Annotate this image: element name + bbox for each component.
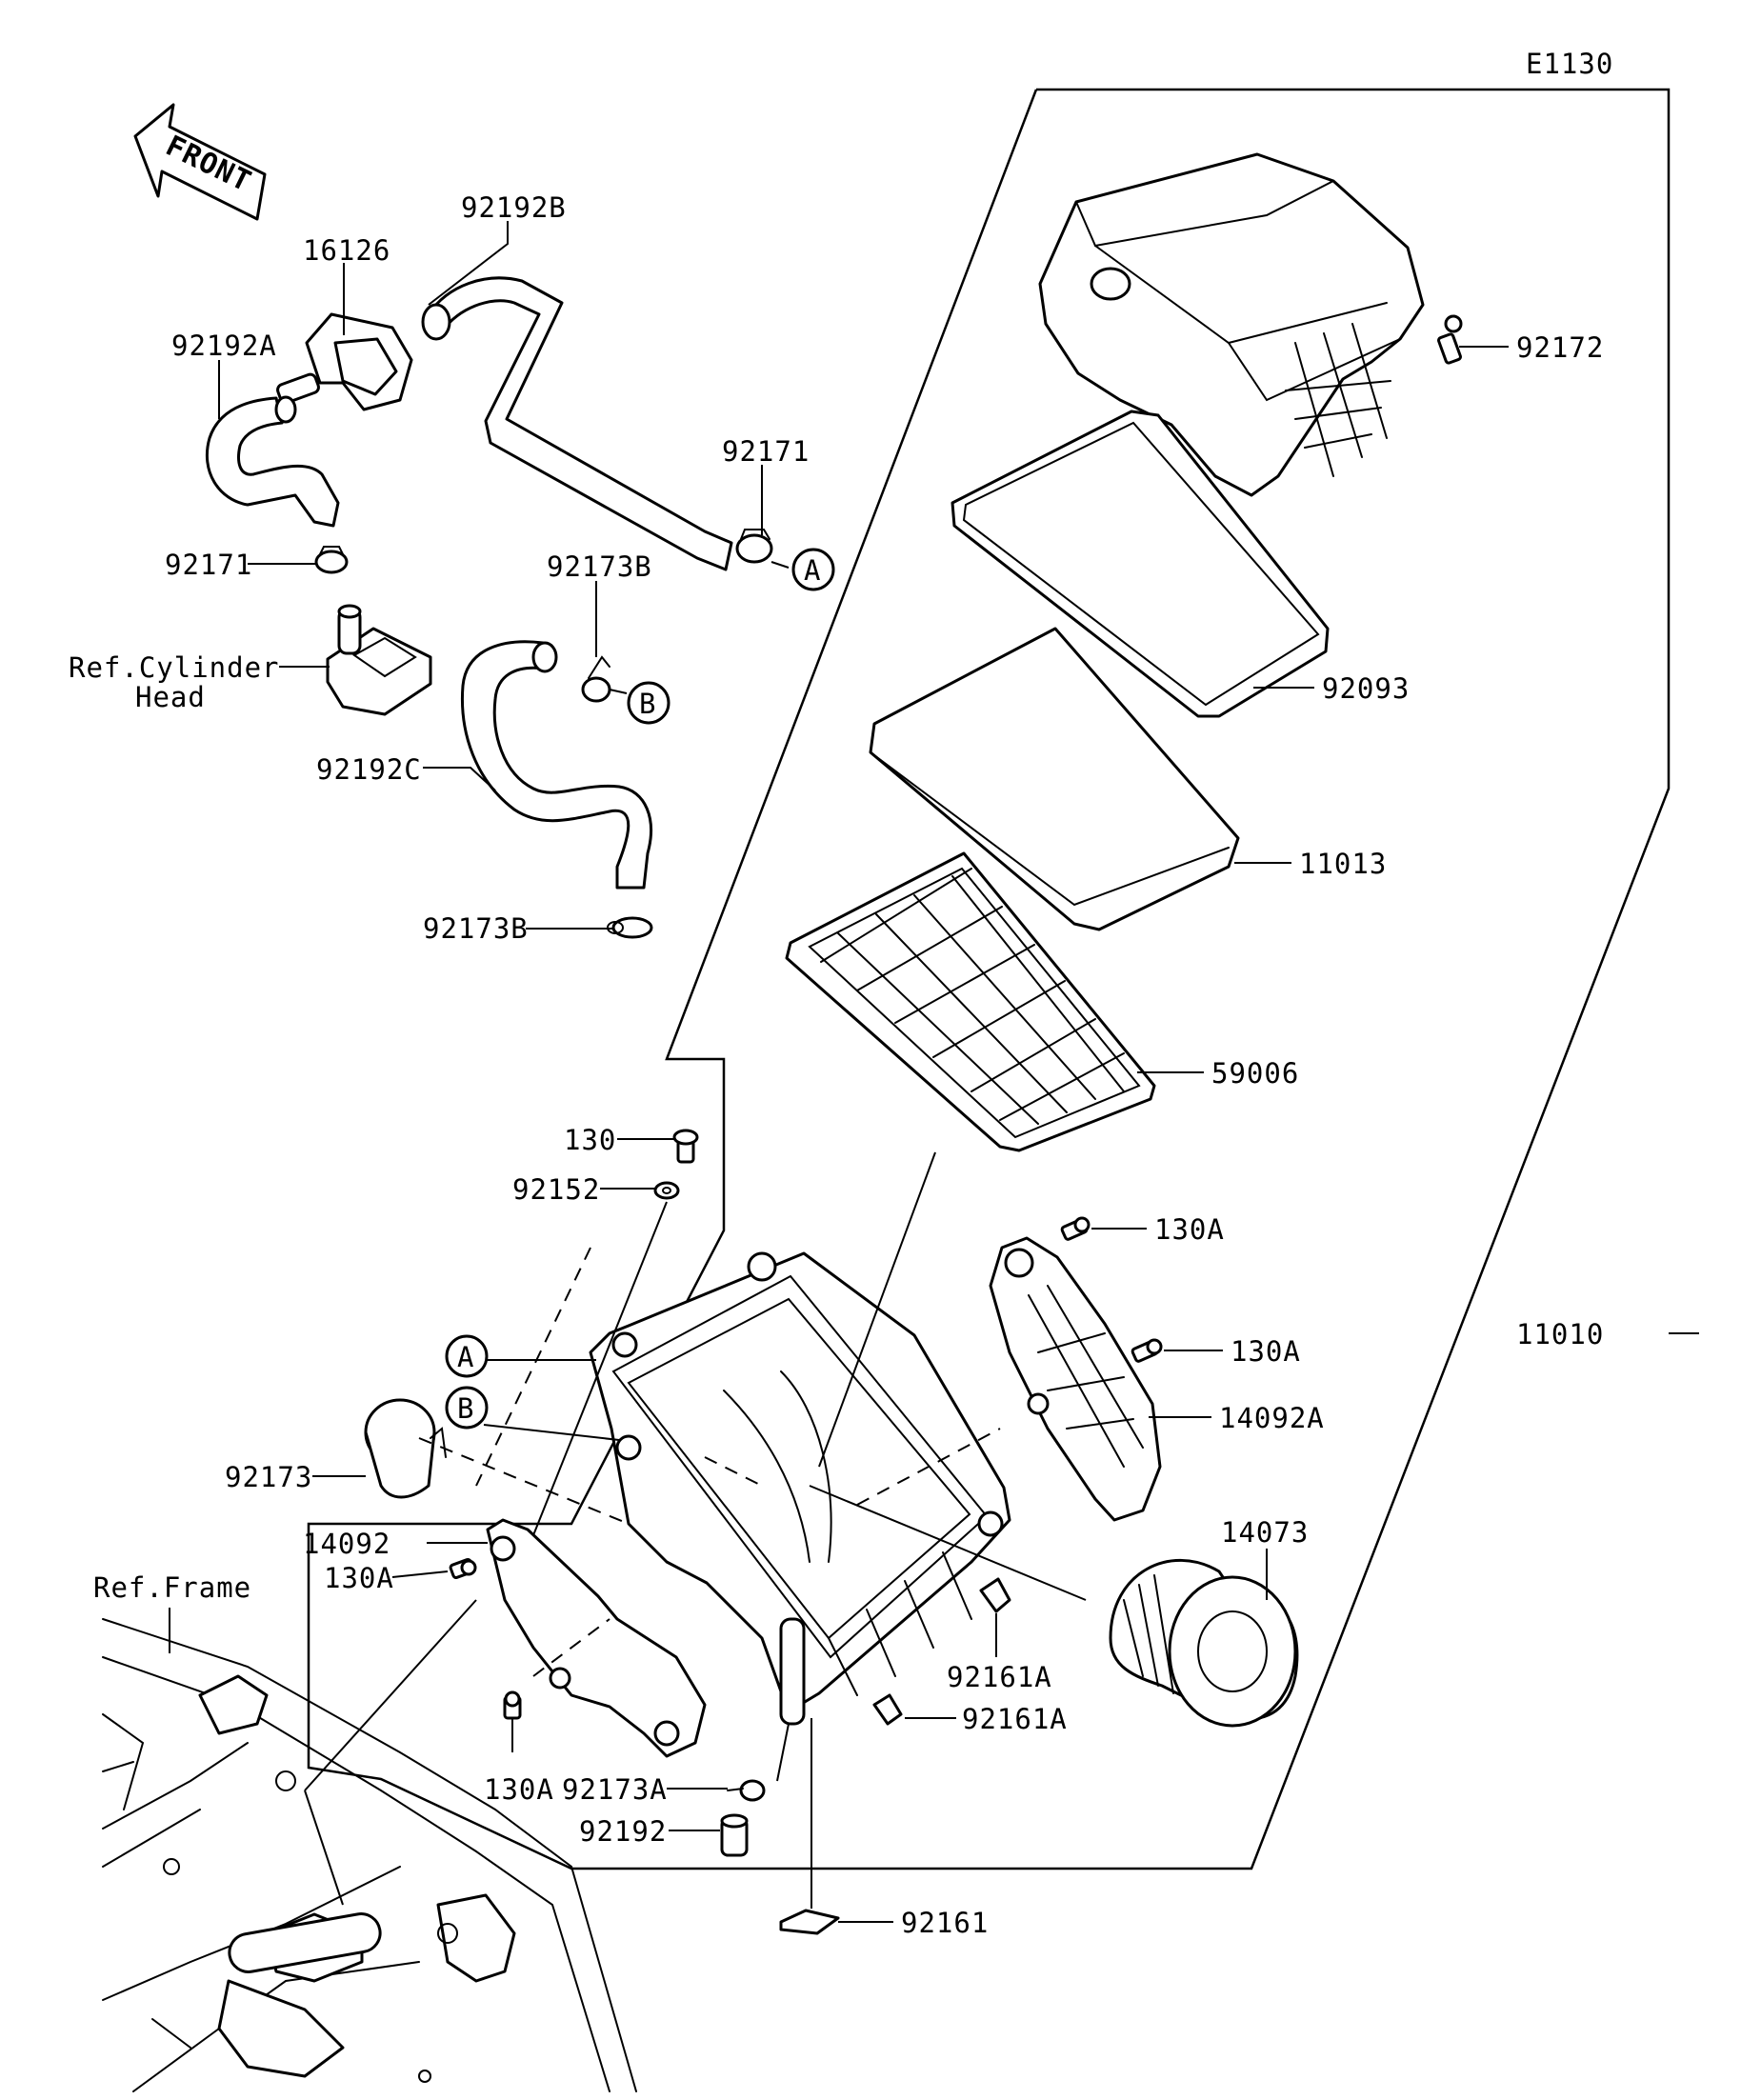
plug-92192 (720, 1813, 749, 1857)
callout-59006: 59006 (1211, 1057, 1299, 1090)
leader-lines (169, 221, 1699, 1923)
bracket-14092 (486, 1518, 707, 1758)
motorcycle-frame (102, 1618, 637, 2092)
cylinder-head-fitting (326, 604, 432, 716)
svg-text:B: B (457, 1392, 474, 1425)
bracket-14092A (989, 1236, 1162, 1522)
assembly-boundary (307, 88, 1671, 1870)
washer-92152 (653, 1181, 680, 1200)
screen-59006 (785, 851, 1156, 1152)
clip-92161A-2 (872, 1693, 903, 1726)
marker-A-2: A (445, 1334, 489, 1378)
callout-11010: 11010 (1516, 1318, 1604, 1350)
callout-92161A-1: 92161A (947, 1661, 1052, 1693)
callout-130A-2: 130A (1231, 1335, 1301, 1368)
svg-text:B: B (639, 688, 656, 720)
callout-11013: 11013 (1299, 848, 1387, 880)
gasket-92093 (951, 410, 1330, 718)
clamp-92171-right (735, 529, 773, 564)
bolt-130A-4 (503, 1690, 522, 1720)
callout-92161: 92161 (901, 1907, 989, 1939)
callout-16126: 16126 (303, 234, 390, 267)
callout-130: 130 (564, 1124, 616, 1156)
hose-92192C (460, 640, 652, 890)
callout-130A-3: 130A (324, 1562, 394, 1594)
filter-element-11013 (869, 627, 1240, 931)
hose-92192B-end (421, 303, 451, 341)
bolt-130 (672, 1129, 699, 1164)
callout-92192C: 92192C (316, 753, 422, 786)
callout-92171-top: 92171 (722, 435, 810, 468)
airbox-cover (1038, 152, 1425, 497)
callout-92161A-2: 92161A (962, 1703, 1068, 1735)
hose-92192A (205, 396, 340, 528)
bolt-130A-2 (1131, 1338, 1163, 1363)
callout-92192B: 92192B (461, 191, 567, 224)
callout-92192: 92192 (579, 1815, 667, 1848)
marker-B-2: B (445, 1386, 489, 1430)
callout-92171-left: 92171 (165, 549, 252, 581)
clamp-92173B-bottom (607, 916, 653, 939)
callout-92173B-bottom: 92173B (423, 912, 529, 945)
callout-14092: 14092 (303, 1528, 390, 1560)
clamp-92173A (727, 1779, 766, 1802)
callout-92152: 92152 (512, 1173, 600, 1206)
clamp-92173B-top (581, 655, 611, 703)
diagram-code: E1130 (1526, 48, 1613, 80)
bolt-92172 (1437, 314, 1463, 365)
assembly-dashed-lines (418, 1247, 1001, 1677)
bolt-130A-3 (449, 1558, 477, 1579)
duct-14073 (1109, 1558, 1299, 1728)
callout-130A-4: 130A (484, 1773, 554, 1806)
marker-A-1: A (791, 548, 835, 591)
callout-ref-cylinder-head-line2: Head (135, 681, 206, 713)
hose-92192B (427, 276, 733, 571)
marker-B-1: B (627, 681, 670, 725)
svg-text:A: A (804, 554, 821, 587)
valve-16126 (276, 312, 413, 411)
callout-92172: 92172 (1516, 331, 1604, 364)
front-arrow-icon: FRONT (133, 103, 267, 221)
clamp-92171-left (314, 546, 349, 574)
callout-labels: 16126 92192B 92192A 92171 92171 92173B R… (69, 191, 1604, 1939)
airbox-housing (589, 1251, 1011, 1726)
callout-92093: 92093 (1322, 672, 1410, 705)
callout-92173: 92173 (225, 1461, 312, 1493)
callout-ref-cylinder-head-line1: Ref.Cylinder (69, 651, 280, 684)
pad-92161 (779, 1909, 840, 1935)
callout-92192A: 92192A (171, 330, 277, 362)
clip-92161A-1 (979, 1577, 1011, 1613)
svg-text:A: A (457, 1341, 474, 1373)
callout-130A-1: 130A (1154, 1213, 1225, 1246)
band-92173 (364, 1398, 447, 1499)
callout-92173A: 92173A (562, 1773, 668, 1806)
callout-ref-frame: Ref.Frame (93, 1571, 251, 1604)
callout-14092A: 14092A (1219, 1402, 1325, 1434)
hose-92192C-end (531, 641, 558, 673)
bolt-130A-1 (1060, 1216, 1091, 1241)
callout-14073: 14073 (1221, 1516, 1309, 1549)
hose-92192A-end (274, 395, 297, 424)
callout-92173B-top: 92173B (547, 550, 652, 583)
